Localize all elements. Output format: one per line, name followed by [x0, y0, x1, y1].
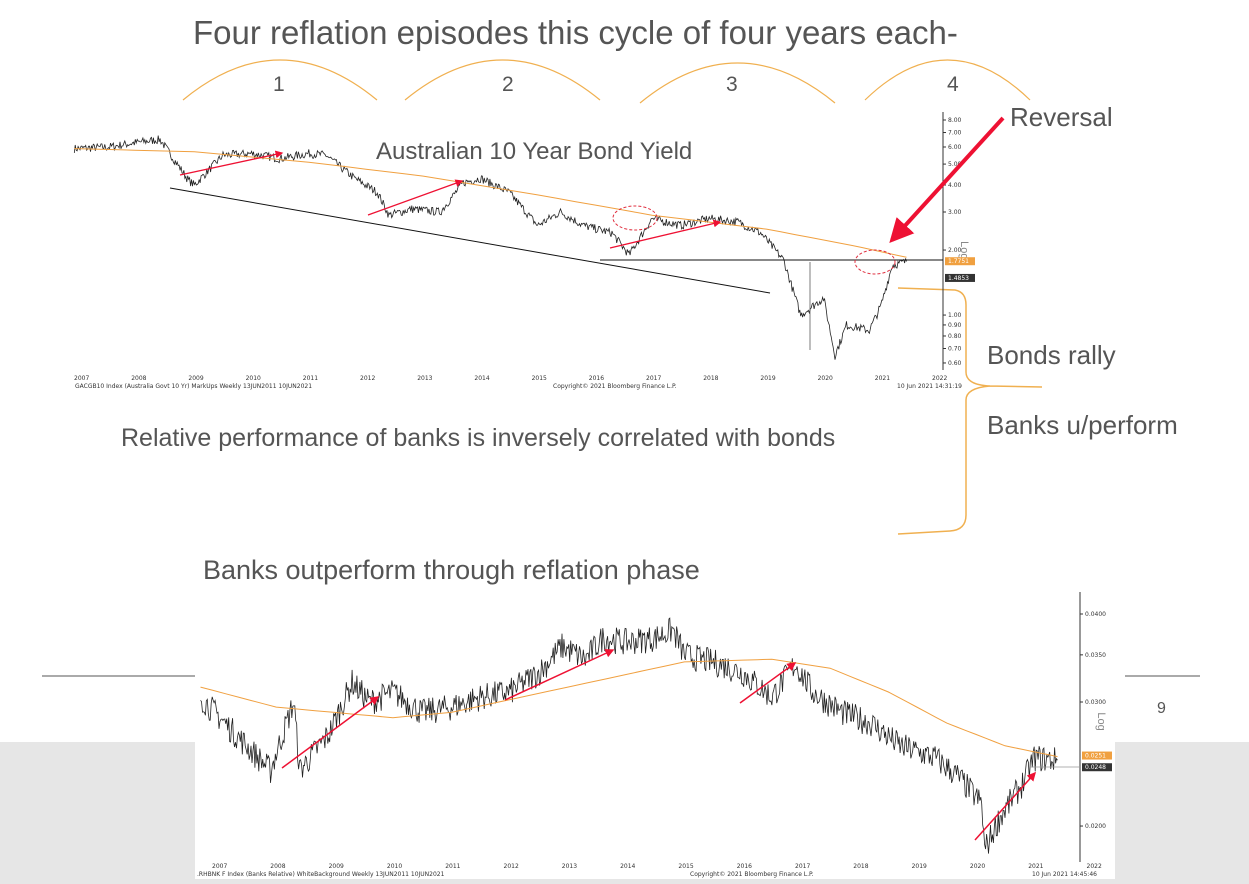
chart-footer-copyright: Copyright© 2021 Bloomberg Finance L.P. [690, 871, 814, 878]
x-tick-label: 2009 [188, 375, 203, 382]
log-scale-label: Log [958, 241, 970, 259]
trend-arrow [504, 649, 615, 701]
x-tick-label: 2014 [620, 863, 635, 870]
y-tick-label: 7.00 [948, 130, 962, 137]
ma-value-tag-bg [1082, 763, 1112, 772]
bracket [897, 287, 1043, 535]
x-tick-label: 2007 [212, 863, 227, 870]
chart2-background [195, 585, 1115, 879]
price-line [73, 135, 907, 360]
reversal-label: Reversal [1010, 102, 1113, 132]
chart2-title: Banks outperform through reflation phase [203, 555, 700, 585]
x-tick-label: 2009 [329, 863, 344, 870]
x-tick-label: 2011 [303, 375, 318, 382]
bonds-rally-label: Bonds rally [987, 340, 1116, 370]
ma-value-tag-bg [945, 273, 975, 282]
episode-4: 4 [947, 73, 959, 96]
x-tick-label: 2008 [131, 375, 146, 382]
chart-footer-source: .RHBNK F Index (Banks Relative) WhiteBac… [197, 871, 445, 878]
x-tick-label: 2008 [270, 863, 285, 870]
x-tick-label: 2022 [932, 375, 947, 382]
chart-footer-time: 10 Jun 2021 14:45:46 [1032, 871, 1097, 878]
page-number: 9 [1157, 700, 1166, 717]
last-value-tag-bg [945, 257, 975, 266]
trend-arrow [367, 179, 464, 216]
x-tick-label: 2016 [737, 863, 752, 870]
y-tick-label: 0.70 [948, 346, 962, 353]
ma-value-tag: 1.4853 [948, 275, 969, 282]
x-tick-label: 2012 [504, 863, 519, 870]
y-tick-label: 0.60 [948, 360, 962, 367]
y-tick-label: 3.00 [948, 209, 962, 216]
trend-arrow [179, 150, 284, 176]
chart1-title: Australian 10 Year Bond Yield [376, 138, 693, 165]
x-tick-label: 2011 [445, 863, 460, 870]
x-tick-label: 2019 [912, 863, 927, 870]
x-tick-label: 2010 [246, 375, 261, 382]
episode-arc [864, 59, 1031, 101]
episode-3: 3 [726, 73, 738, 96]
y-tick-label: 4.00 [948, 182, 962, 189]
x-tick-label: 2020 [970, 863, 985, 870]
y-tick-label: 0.80 [948, 333, 962, 340]
x-tick-label: 2021 [875, 375, 890, 382]
correlation-note: Relative performance of banks is inverse… [121, 424, 836, 452]
last-value-tag: 0.0251 [1085, 753, 1106, 760]
y-tick-label: 0.90 [948, 322, 962, 329]
x-tick-label: 2020 [818, 375, 833, 382]
y-tick-label: 6.00 [948, 144, 962, 151]
y-tick-label: 0.0200 [1085, 823, 1106, 830]
x-tick-label: 2013 [417, 375, 432, 382]
banks-underperform-label: Banks u/perform [987, 410, 1178, 440]
last-value-tag: 1.7751 [948, 258, 969, 265]
support-trendline [169, 187, 771, 294]
trend-arrow [889, 116, 1005, 243]
x-tick-label: 2016 [589, 375, 604, 382]
trend-arrow [974, 771, 1037, 841]
highlight-circle [854, 249, 896, 275]
chart-footer-copyright: Copyright© 2021 Bloomberg Finance L.P. [553, 383, 677, 390]
x-tick-label: 2022 [1087, 863, 1102, 870]
x-tick-label: 2007 [74, 375, 89, 382]
price-line [200, 617, 1058, 854]
x-tick-label: 2021 [1028, 863, 1043, 870]
x-tick-label: 2015 [532, 375, 547, 382]
x-tick-label: 2015 [678, 863, 693, 870]
ma-value-tag: 0.0248 [1085, 764, 1106, 771]
episode-arc [639, 62, 836, 104]
x-tick-label: 2019 [760, 375, 775, 382]
y-tick-label: 8.00 [948, 117, 962, 124]
trend-arrow [281, 696, 380, 769]
x-tick-label: 2017 [646, 375, 661, 382]
y-tick-label: 5.00 [948, 161, 962, 168]
trend-arrow [609, 219, 722, 249]
x-tick-label: 2013 [562, 863, 577, 870]
highlight-circle [612, 205, 658, 231]
episode-arc [404, 59, 601, 101]
chart-footer-time: 10 Jun 2021 14:31:19 [897, 383, 962, 390]
y-tick-label: 2.00 [948, 247, 962, 254]
y-tick-label: 0.0300 [1085, 699, 1106, 706]
trend-arrow [739, 662, 797, 704]
x-tick-label: 2012 [360, 375, 375, 382]
moving-average-line [74, 148, 907, 258]
episode-arc [182, 59, 378, 101]
chart-footer-source: GACGB10 Index (Australia Govt 10 Yr) Mar… [75, 383, 312, 390]
moving-average-line [200, 658, 1058, 758]
y-tick-label: 0.0350 [1085, 652, 1106, 659]
y-tick-label: 0.0400 [1085, 611, 1106, 618]
slide-title: Four reflation episodes this cycle of fo… [193, 14, 958, 51]
y-tick-label: 1.00 [948, 312, 962, 319]
log-scale-label: Log [1095, 712, 1107, 730]
x-tick-label: 2018 [703, 375, 718, 382]
last-value-tag-bg [1082, 751, 1112, 760]
x-tick-label: 2014 [474, 375, 489, 382]
episode-2: 2 [502, 73, 514, 96]
x-tick-label: 2018 [853, 863, 868, 870]
x-tick-label: 2017 [795, 863, 810, 870]
x-tick-label: 2010 [387, 863, 402, 870]
episode-1: 1 [273, 73, 285, 96]
